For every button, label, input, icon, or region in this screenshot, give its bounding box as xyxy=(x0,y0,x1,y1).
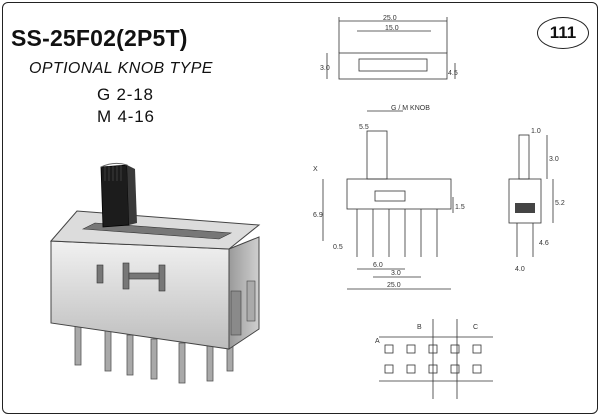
top-dim-side: 4.5 xyxy=(448,70,458,77)
pin-label-c: C xyxy=(473,324,478,331)
switch-knob xyxy=(100,162,137,228)
knob-option-m: M 4-16 xyxy=(97,107,155,126)
knob-type-subtitle: OPTIONAL KNOB TYPE xyxy=(29,60,213,77)
knob-tag: G / M KNOB xyxy=(391,105,430,112)
product-illustration xyxy=(49,162,261,384)
dim-x: X xyxy=(313,166,318,173)
side-dim-a: 1.0 xyxy=(531,128,541,135)
side-view-drawing: 1.0 3.0 5.2 4.6 4.0 xyxy=(508,128,565,273)
front-pins xyxy=(356,209,438,257)
side-dim-d: 4.6 xyxy=(539,240,549,247)
top-view-drawing: 25.0 15.0 3.0 4.5 xyxy=(320,15,458,80)
pin-label-b: B xyxy=(417,324,422,331)
page-number-badge: 111 xyxy=(537,17,589,49)
top-dim-width: 25.0 xyxy=(383,15,397,22)
dim-15: 1.5 xyxy=(455,204,465,211)
dim-05: 0.5 xyxy=(333,244,343,251)
model-title: SS-25F02(2P5T) xyxy=(11,25,188,51)
pin-label-a: A xyxy=(375,338,380,345)
pin-layout-drawing: A B C xyxy=(375,319,493,399)
dim-250: 25.0 xyxy=(387,282,401,289)
dim-55: 5.5 xyxy=(359,124,369,131)
top-dim-height: 3.0 xyxy=(320,65,330,72)
side-dim-c: 5.2 xyxy=(555,200,565,207)
h-mark xyxy=(122,262,166,292)
front-view-drawing: G / M KNOB 5.5 X 6.9 1.5 6.0 3.0 25.0 0.… xyxy=(313,105,465,290)
dim-69: 6.9 xyxy=(313,212,323,219)
top-dim-inner: 15.0 xyxy=(385,25,399,32)
dim-60: 6.0 xyxy=(373,262,383,269)
datasheet-page: SS-25F02(2P5T) OPTIONAL KNOB TYPE G 2-18… xyxy=(2,2,598,414)
dim-30: 3.0 xyxy=(391,270,401,277)
side-dim-b: 3.0 xyxy=(549,156,559,163)
knob-option-g: G 2-18 xyxy=(97,85,154,104)
side-dim-e: 4.0 xyxy=(515,266,525,273)
